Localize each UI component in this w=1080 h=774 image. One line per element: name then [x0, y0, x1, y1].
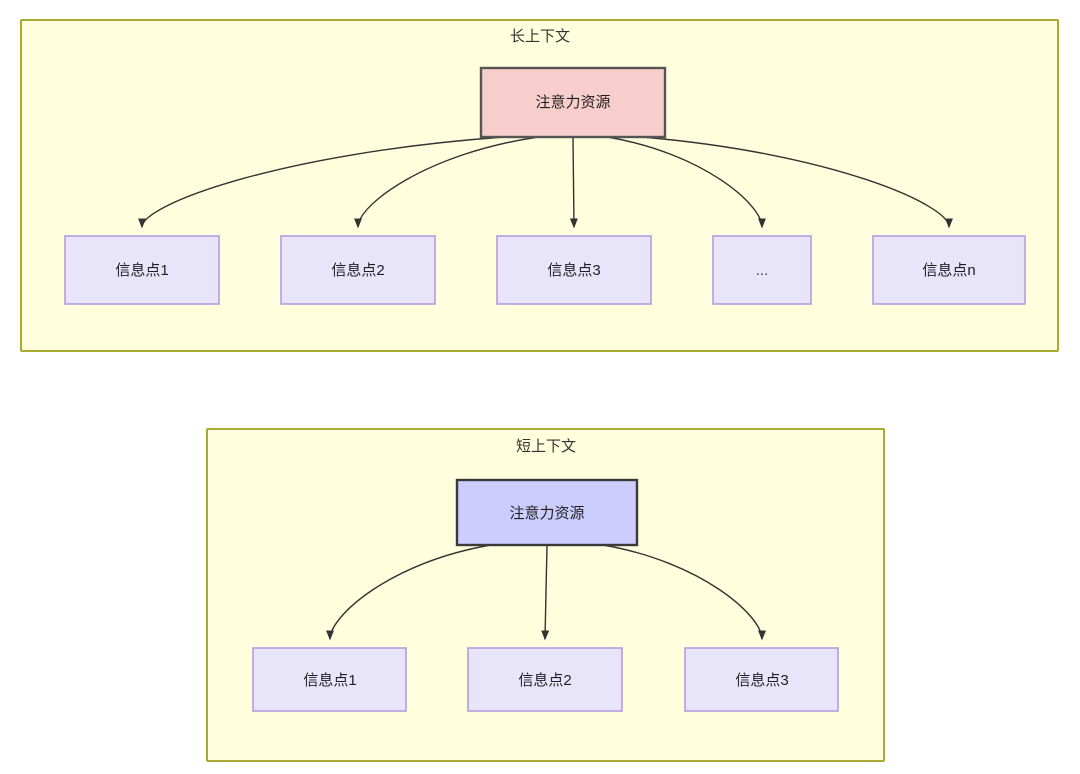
- leaf-node-label-short-context-3: 信息点3: [735, 672, 788, 689]
- root-node-short-context[interactable]: [455, 478, 639, 547]
- edge-root-to-leaf-3: [573, 136, 574, 227]
- leaf-node-label-short-context-1: 信息点1: [303, 672, 356, 689]
- root-node-long-context[interactable]: [479, 66, 667, 139]
- leaf-node-short-context-3[interactable]: [684, 647, 839, 712]
- edges-short-context: [330, 544, 762, 639]
- leaf-node-label-short-context-2: 信息点2: [518, 672, 571, 689]
- leaf-node-label-long-context-3: 信息点3: [547, 262, 600, 279]
- leaf-node-label-long-context-4: ...: [756, 262, 769, 279]
- edge-root-to-leaf-1: [142, 136, 505, 227]
- root-node-label-short-context: 注意力资源: [509, 504, 584, 522]
- edge-root-to-leaf-4: [607, 136, 762, 227]
- leaf-node-long-context-3[interactable]: [496, 235, 652, 305]
- leaf-node-short-context-1[interactable]: [252, 647, 407, 712]
- leaf-node-label-long-context-1: 信息点1: [115, 262, 168, 279]
- edges-long-context: [142, 136, 949, 227]
- edge-root-to-leaf-2: [545, 544, 547, 639]
- root-node-label-long-context: 注意力资源: [535, 93, 610, 111]
- leaf-node-long-context-5[interactable]: [872, 235, 1026, 305]
- leaf-node-label-long-context-5: 信息点n: [922, 262, 975, 279]
- edge-root-to-leaf-3: [602, 544, 762, 639]
- leaf-node-long-context-4[interactable]: [712, 235, 812, 305]
- leaf-node-long-context-1[interactable]: [64, 235, 220, 305]
- edge-root-to-leaf-1: [330, 544, 492, 639]
- leaf-node-long-context-2[interactable]: [280, 235, 436, 305]
- edge-root-to-leaf-2: [358, 136, 539, 227]
- leaf-node-short-context-2[interactable]: [467, 647, 623, 712]
- leaf-node-label-long-context-2: 信息点2: [331, 262, 384, 279]
- group-title-short-context: 短上下文: [516, 438, 576, 455]
- edge-root-to-leaf-5: [641, 136, 949, 227]
- group-title-long-context: 长上下文: [510, 28, 570, 45]
